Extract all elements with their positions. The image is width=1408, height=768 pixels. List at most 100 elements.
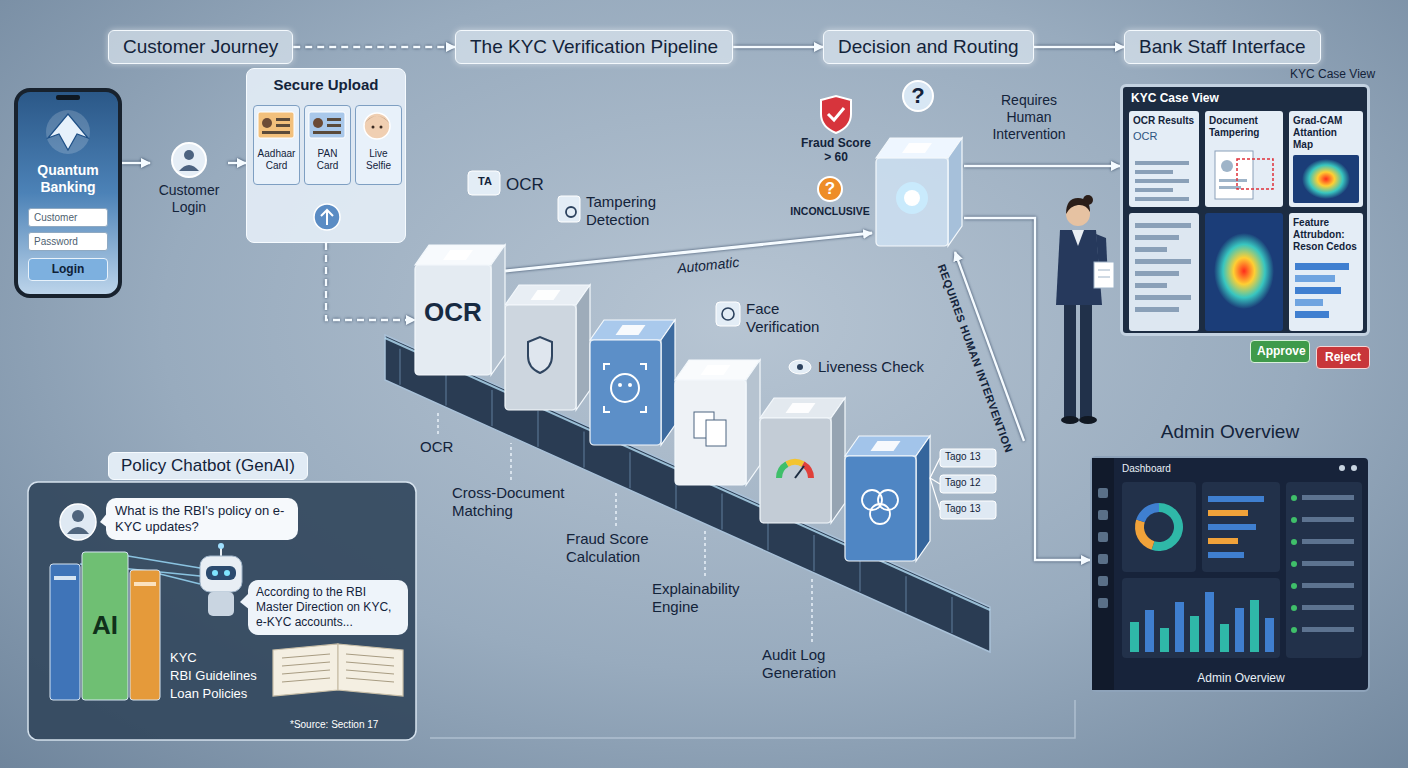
person-shoe — [1079, 416, 1097, 424]
text-line — [1135, 295, 1191, 300]
document-photo — [1221, 160, 1233, 172]
id-line — [262, 131, 290, 134]
text-line — [1135, 271, 1179, 276]
book-label: RBI Guidelines — [170, 668, 257, 684]
page-line — [346, 670, 394, 674]
cube-front — [415, 265, 491, 375]
data-stream — [160, 574, 200, 584]
result-panel: Feature Attrubdon: Reson Cedos — [1289, 213, 1363, 331]
open-book-page — [273, 644, 338, 696]
chatbot-panel-text: Policy Chatbot (GenAI) — [108, 452, 308, 480]
book-band — [134, 582, 156, 586]
book-label: Loan Policies — [170, 686, 247, 702]
stage-label: Face Verification — [746, 300, 844, 336]
belt-roller — [721, 494, 722, 530]
cube-glow — [871, 441, 901, 451]
donut-slice — [1135, 520, 1154, 550]
source-note: *Source: Section 17 — [290, 719, 378, 731]
text-line — [1135, 223, 1191, 228]
book-label: KYC — [170, 650, 197, 666]
flow-arrow — [228, 162, 246, 164]
flow-arrow — [733, 46, 823, 48]
belt-roller — [537, 411, 538, 447]
flow-arrow — [122, 162, 150, 164]
selfie-face — [364, 113, 390, 139]
robot-antenna — [220, 548, 222, 556]
speech-bubble-text: According to the RBI Master Direction on… — [256, 585, 400, 630]
face-frame — [604, 364, 646, 412]
text-line — [1135, 161, 1189, 165]
flow-arrow — [293, 46, 455, 48]
cube-front — [876, 158, 948, 246]
tag-shape — [940, 449, 996, 467]
bar — [1208, 524, 1256, 530]
list-row — [1302, 583, 1354, 588]
text-line — [1135, 188, 1173, 192]
belt-roller — [629, 452, 630, 488]
admin-panel: Admin OverviewDashboardAdmin Overview — [1090, 420, 1370, 692]
list-row — [1302, 517, 1354, 522]
selfie-eye — [380, 126, 383, 129]
cube-glow — [902, 143, 932, 153]
callout-note: Requires Human Intervention — [980, 92, 1078, 142]
status-dot — [1351, 465, 1357, 471]
id-photo — [313, 118, 323, 128]
book — [50, 564, 80, 700]
cube-side — [661, 320, 675, 445]
list-row — [1302, 605, 1354, 610]
robot-body — [208, 592, 234, 616]
cube-top — [845, 436, 930, 456]
cube-top — [590, 320, 675, 340]
result-panel-text: OCR Results — [1133, 115, 1195, 127]
text-line — [1135, 283, 1167, 288]
bar — [1250, 600, 1259, 652]
page-line — [346, 662, 394, 666]
dashboard-card — [1202, 482, 1280, 572]
pipeline-cube — [590, 320, 675, 445]
cube-front — [590, 340, 661, 445]
book — [130, 570, 160, 700]
face-eye — [618, 383, 622, 387]
leader-line — [811, 578, 812, 642]
stage-label: Cross-Document Matching — [452, 484, 570, 520]
heatmap — [1214, 233, 1274, 309]
belt-roller — [399, 349, 400, 385]
pipeline-cube — [505, 285, 590, 410]
reject-button: Reject — [1316, 346, 1370, 369]
section-header-text: The KYC Verification Pipeline — [470, 36, 718, 58]
user-avatar — [60, 504, 96, 540]
icon-label: TA — [470, 175, 500, 188]
selfie-eye — [372, 126, 375, 129]
leader-line — [930, 458, 940, 478]
speech-bubble-text: What is the RBI's policy on e-KYC update… — [115, 503, 289, 535]
stage-label: OCR — [506, 175, 544, 195]
bar — [1160, 628, 1169, 652]
section-header-text: Decision and Routing — [838, 36, 1019, 58]
document-card: Live Selfie — [355, 105, 402, 185]
heatmap-panel — [1205, 213, 1283, 331]
bar — [1208, 552, 1244, 558]
phone-screen: Quantum BankingCustomerPasswordLogin — [14, 88, 122, 298]
document-icon — [706, 420, 726, 446]
result-panel-text: OCR — [1133, 130, 1195, 142]
upload-panel: Secure UploadAadhaar CardPAN CardLive Se… — [246, 68, 406, 243]
list-row — [1302, 495, 1354, 500]
page-line — [282, 654, 330, 658]
robot-visor — [206, 566, 236, 580]
dashboard-sidebar — [1092, 458, 1114, 690]
bar — [1175, 602, 1184, 652]
list-dot — [1291, 495, 1297, 501]
list-dot — [1291, 627, 1297, 633]
text-line — [1135, 235, 1179, 240]
sidebar-icon — [1098, 576, 1108, 586]
stage-label: Fraud Score Calculation — [566, 530, 666, 566]
open-book-page — [338, 644, 403, 696]
text-line — [1135, 179, 1189, 183]
list-dot — [1291, 539, 1297, 545]
cube-top — [675, 360, 760, 380]
bar — [1220, 624, 1229, 652]
sidebar-icon — [1098, 532, 1108, 542]
id-card — [309, 112, 345, 138]
gauge-icon — [776, 459, 814, 478]
bar — [1208, 538, 1238, 544]
